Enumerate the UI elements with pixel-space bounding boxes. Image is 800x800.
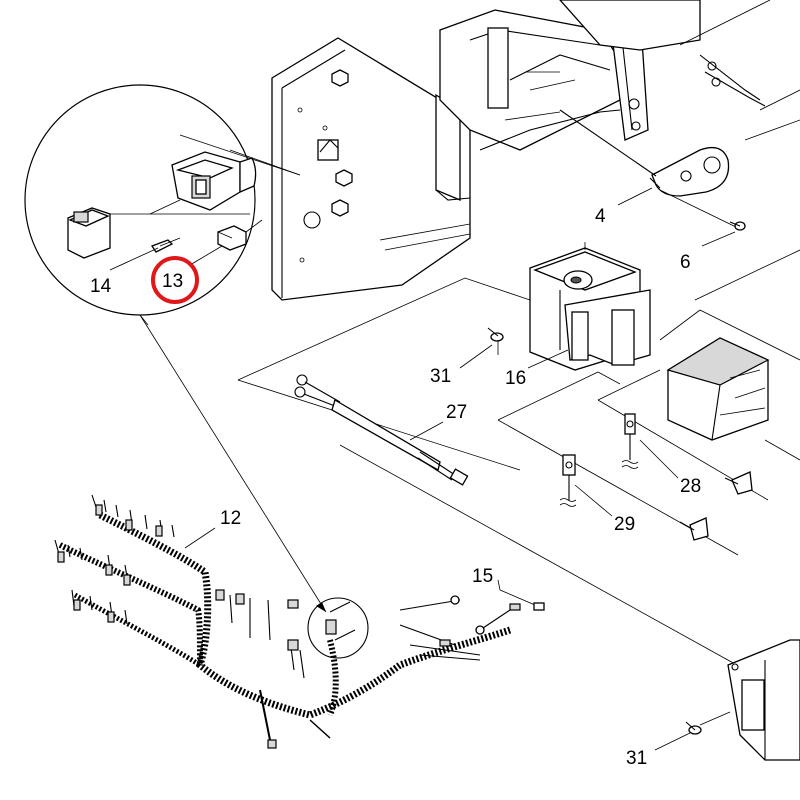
- part-15-connector: [499, 589, 545, 611]
- inner-bracket: [435, 93, 471, 201]
- part-31-screw-upper: [487, 327, 504, 355]
- callout-13: 13: [162, 271, 183, 292]
- terminal-block: [666, 337, 770, 441]
- callouts: 4 6 31 16 27 28 29 12 15 31 14 13: [90, 187, 736, 769]
- part-27-cable: [237, 277, 531, 486]
- callout-12: 12: [220, 508, 241, 529]
- part-4-bracket: [559, 109, 730, 197]
- top-frame: [439, 0, 701, 151]
- callout-15: 15: [472, 566, 493, 587]
- top-right-wires: [679, 0, 800, 141]
- part-29-terminal: [559, 454, 709, 541]
- callout-29: 29: [614, 514, 635, 535]
- callout-13-highlight-ring: [151, 256, 199, 304]
- callout-31-upper: 31: [430, 366, 451, 387]
- part-6-screw: [659, 189, 746, 231]
- callout-6: 6: [680, 252, 691, 273]
- part-31-screw-lower: [685, 711, 731, 735]
- harness-detail-circle: [307, 597, 369, 659]
- right-frame-lines: [659, 249, 800, 461]
- zoom-detail: [24, 84, 327, 613]
- mounting-panel: [271, 37, 471, 301]
- callout-28: 28: [680, 476, 701, 497]
- callout-4: 4: [595, 206, 606, 227]
- lower-right-bracket: [727, 639, 800, 761]
- callout-31-lower: 31: [626, 748, 647, 769]
- callout-16: 16: [505, 368, 526, 389]
- part-16-solenoid: [529, 242, 651, 371]
- part-12-wire-harness: [54, 494, 521, 749]
- part-28-terminal: [621, 413, 753, 495]
- callout-14: 14: [90, 276, 112, 297]
- callout-27: 27: [446, 402, 467, 423]
